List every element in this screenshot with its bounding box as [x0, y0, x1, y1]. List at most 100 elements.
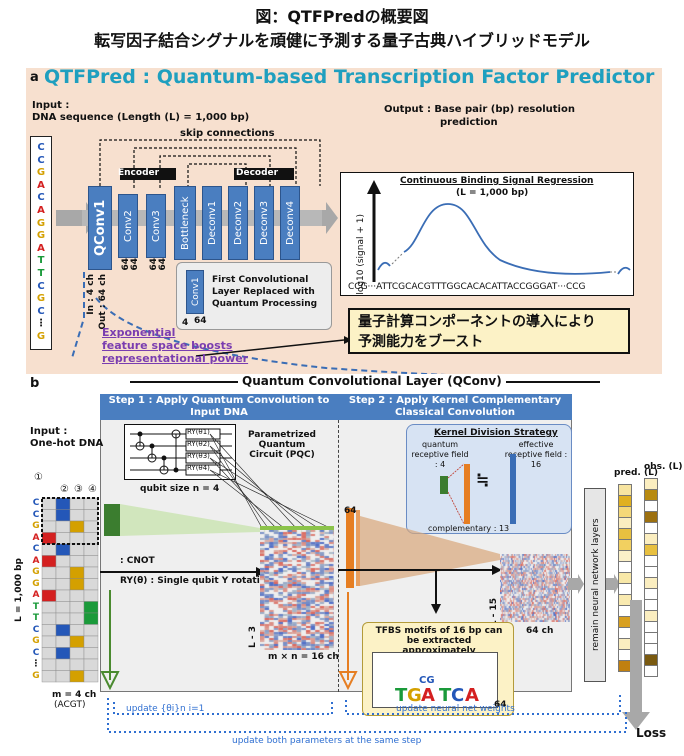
one-hot-cell — [55, 578, 71, 591]
qubit-size: qubit size n = 4 — [140, 484, 220, 494]
one-hot-cell — [41, 566, 57, 579]
complementary-label: complementary : 13 — [428, 524, 510, 533]
one-hot-cell — [55, 520, 71, 533]
dna-letter: C — [37, 280, 45, 292]
dna-letter: T — [32, 601, 40, 612]
panel-b-label: b — [30, 376, 40, 391]
one-hot-cell — [83, 624, 99, 637]
gate-ry1: RY(θ1) — [187, 428, 210, 436]
one-hot-cell — [69, 566, 85, 579]
step-divider — [338, 420, 339, 692]
one-hot-cell — [69, 532, 85, 545]
dna-letter: ⋮ — [31, 659, 41, 669]
plot-sequence: CCG···ATTCGCACGTTTGGCACACATTACCGGGAT···C… — [348, 282, 586, 292]
one-hot-cell — [83, 566, 99, 579]
dna-letter: A — [32, 532, 40, 543]
output-label: Output : Base pair (bp) resolution — [384, 104, 575, 115]
one-hot-cell — [41, 520, 57, 533]
panel-a-heading: QTFPred : Quantum-based Transcription Fa… — [44, 66, 655, 88]
obs-column — [644, 478, 658, 677]
approx-sign: ≒ — [476, 470, 490, 489]
legend-num-64: 64 — [194, 316, 207, 326]
acgt-label: (ACGT) — [54, 700, 86, 710]
layer-bottleneck: Bottleneck — [174, 186, 196, 260]
svg-text:T: T — [395, 685, 408, 706]
one-hot-cell — [83, 497, 99, 510]
one-hot-cell — [55, 635, 71, 648]
dna-letter: C — [32, 624, 40, 635]
one-hot-cell — [41, 624, 57, 637]
remain-arrows — [568, 574, 620, 594]
dna-letter: C — [37, 142, 45, 153]
step2-header: Step 2 : Apply Kernel Complementary Clas… — [338, 394, 572, 420]
one-hot-cell — [41, 658, 57, 671]
dna-letter: G — [32, 567, 40, 577]
figure-title-line2: 転写因子結合シグナルを頑健に予測する量子古典ハイブリッドモデル — [94, 31, 590, 50]
dna-letter: G — [36, 167, 46, 179]
dna-letter: A — [37, 242, 45, 254]
update-theta: update {θi}n i=1 — [126, 704, 205, 714]
dna-letter: G — [32, 521, 40, 531]
one-hot-cell — [83, 635, 99, 648]
one-hot-cell — [83, 578, 99, 591]
one-hot-grid — [41, 497, 99, 683]
heatmap-step1 — [260, 530, 334, 650]
n64-label: 64 — [344, 506, 357, 516]
mn-label: m × n = 16 ch — [268, 652, 339, 662]
dna-letter: T — [37, 255, 45, 267]
one-hot-cell — [83, 670, 99, 683]
input-desc: DNA sequence (Length (L) = 1,000 bp) — [32, 112, 250, 123]
layer-deconv1: Deconv1 — [202, 186, 222, 260]
cnot-label: : CNOT — [120, 556, 155, 566]
circle-3: ③ — [74, 484, 83, 495]
circle-2: ② — [60, 484, 69, 495]
one-hot-cell — [69, 589, 85, 602]
ch-conv2-b: 64 — [130, 258, 140, 271]
one-hot-cell — [41, 497, 57, 510]
ch64-label: 64 ch — [526, 626, 554, 636]
one-hot-cell — [69, 509, 85, 522]
one-hot-cell — [41, 509, 57, 522]
dna-letter: G — [32, 578, 40, 589]
layer-deconv3: Deconv3 — [254, 186, 274, 260]
m-ch-label: m = 4 ch — [52, 690, 97, 700]
decoder-bar — [234, 168, 294, 180]
one-hot-cell — [41, 670, 57, 683]
svg-text:A: A — [465, 685, 479, 706]
l3-label: L - 3 — [248, 626, 258, 648]
one-hot-cell — [41, 555, 57, 568]
one-hot-cell — [41, 532, 57, 545]
dna-letter: C — [37, 192, 45, 204]
update-both: update both parameters at the same step — [232, 736, 422, 746]
signal-curve — [403, 203, 611, 275]
dna-letter: G — [36, 217, 46, 229]
one-hot-cell — [69, 658, 85, 671]
one-hot-cell — [55, 555, 71, 568]
skip-connections-label: skip connections — [180, 128, 275, 139]
b-input-desc: One-hot DNA — [30, 438, 104, 449]
effective-rf: effective receptive field : 16 — [504, 440, 568, 469]
one-hot-cell — [55, 532, 71, 545]
one-hot-cell — [69, 624, 85, 637]
one-hot-cell — [83, 555, 99, 568]
layer-deconv2: Deconv2 — [228, 186, 248, 260]
one-hot-cell — [41, 612, 57, 625]
one-hot-cell — [41, 647, 57, 660]
ry-label: RY(θ) : Single qubit Y rotation — [120, 576, 273, 586]
kernel-window — [41, 497, 99, 545]
one-hot-cell — [83, 509, 99, 522]
layer-qconv1: QConv1 — [88, 186, 112, 270]
callout-line1: 量子計算コンポーネントの導入により — [358, 314, 596, 330]
one-hot-cell — [41, 635, 57, 648]
one-hot-cell — [55, 509, 71, 522]
layer-deconv4: Deconv4 — [280, 186, 300, 260]
dna-letter: A — [37, 204, 45, 216]
pred-label: pred. (L) — [614, 468, 658, 478]
dna-letter: C — [32, 647, 40, 658]
one-hot-cell — [69, 555, 85, 568]
one-hot-cell — [69, 543, 85, 556]
obs-label: obs. (L) — [644, 462, 683, 472]
encoder-bar — [120, 168, 176, 180]
